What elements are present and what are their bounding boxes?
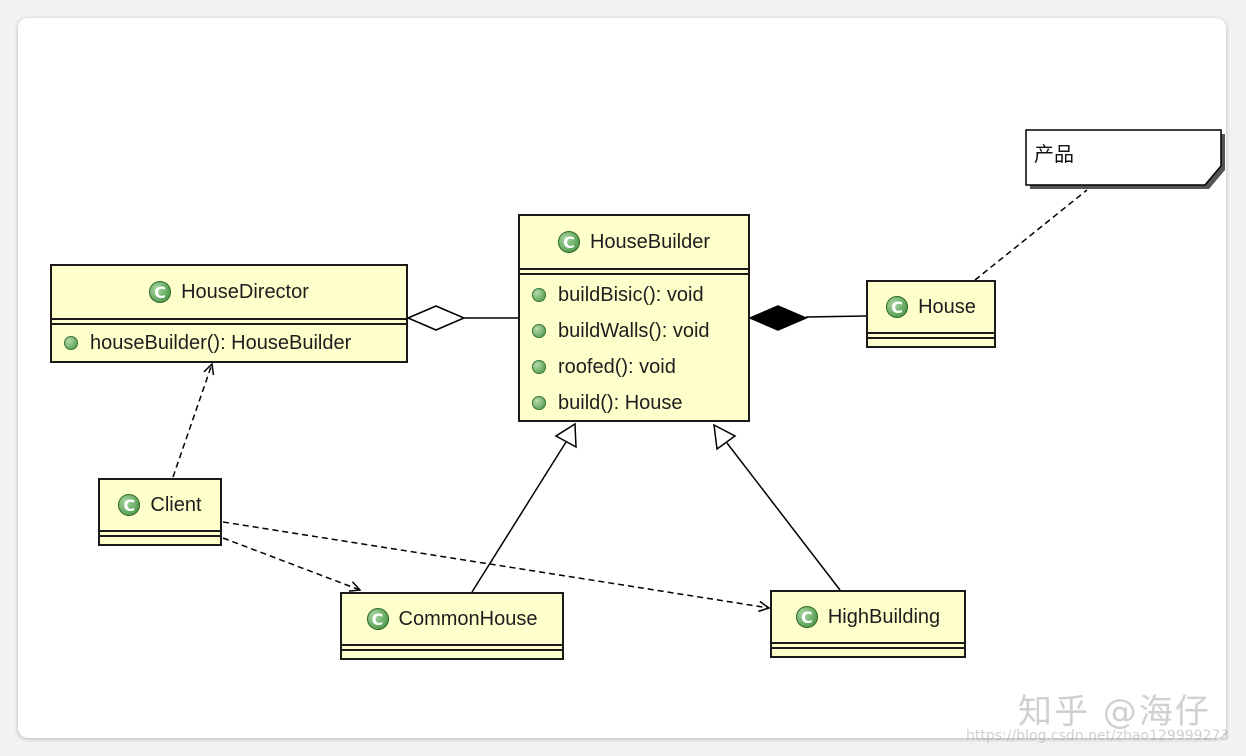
attribute-compartment-divider [52,318,406,320]
class-c-icon: C [118,494,141,516]
class-header: C HouseDirector [52,266,406,318]
method-signature: buildBisic(): void [558,283,704,306]
aggregation-diamond [406,305,466,331]
class-c-icon: C [795,606,818,628]
class-house-director[interactable]: C HouseDirector houseBuilder(): HouseBui… [50,264,408,363]
method-compartment-divider [772,647,964,649]
composition-line [805,315,867,318]
method-compartment-divider [52,323,406,325]
generalization-commonhouse [471,422,577,593]
class-name: Client [150,493,202,516]
method-compartment-divider [868,337,994,339]
generalization-line [726,442,841,591]
attribute-compartment-divider [520,268,748,270]
class-header: C Client [100,480,220,530]
dependency-client-director [172,364,212,478]
class-name: CommonHouse [398,607,538,630]
attribute-compartment-divider [772,642,964,644]
public-method-icon [532,396,546,410]
watermark-url: https://blog.csdn.net/zhao129999273 [966,728,1230,744]
public-method-icon [532,288,546,302]
composition-builder-house [748,305,867,331]
attribute-compartment-divider [868,332,994,334]
class-common-house[interactable]: C CommonHouse [340,592,564,660]
composition-diamond [748,305,808,331]
generalization-triangle [713,423,737,451]
note-anchor-line [974,189,1088,281]
class-c-icon: C [886,296,909,318]
public-method-icon [64,336,78,350]
class-header: C HighBuilding [772,592,964,642]
class-c-icon: C [557,231,580,253]
class-c-icon: C [366,608,389,630]
class-house-builder[interactable]: C HouseBuilder buildBisic(): void buildW… [518,214,750,422]
public-method-icon [532,324,546,338]
class-house[interactable]: C House [866,280,996,348]
class-header: C HouseBuilder [520,216,748,268]
class-high-building[interactable]: C HighBuilding [770,590,966,658]
method-compartment-divider [100,535,220,537]
method-item: roofed(): void [520,349,748,385]
watermark-brand: 知乎 @海仔 [1018,692,1211,732]
dependency-client-highbuilding [222,521,769,608]
attribute-compartment-divider [342,644,562,646]
method-item: buildBisic(): void [520,277,748,313]
method-signature: buildWalls(): void [558,319,710,342]
class-header: C House [868,282,994,332]
method-signature: houseBuilder(): HouseBuilder [90,331,352,354]
class-client[interactable]: C Client [98,478,222,546]
class-name: HighBuilding [827,605,941,628]
public-method-icon [532,360,546,374]
attribute-compartment-divider [100,530,220,532]
method-item: build(): House [520,385,748,421]
dependency-client-commonhouse [222,537,360,590]
class-name: House [918,295,976,318]
generalization-triangle [554,422,577,449]
generalization-line [471,441,567,593]
method-item: houseBuilder(): HouseBuilder [52,325,406,361]
note-shape [1025,129,1225,189]
method-signature: roofed(): void [558,355,676,378]
generalization-highbuilding [713,423,841,591]
method-compartment-divider [342,649,562,651]
method-compartment-divider [520,273,748,275]
class-name: HouseBuilder [589,230,711,253]
method-signature: build(): House [558,391,683,414]
aggregation-director-builder [406,305,518,331]
method-item: buildWalls(): void [520,313,748,349]
note-product[interactable]: 产品 [1026,130,1222,186]
class-c-icon: C [149,281,172,303]
note-text: 产品 [1034,142,1074,166]
class-name: HouseDirector [181,280,309,303]
class-header: C CommonHouse [342,594,562,644]
